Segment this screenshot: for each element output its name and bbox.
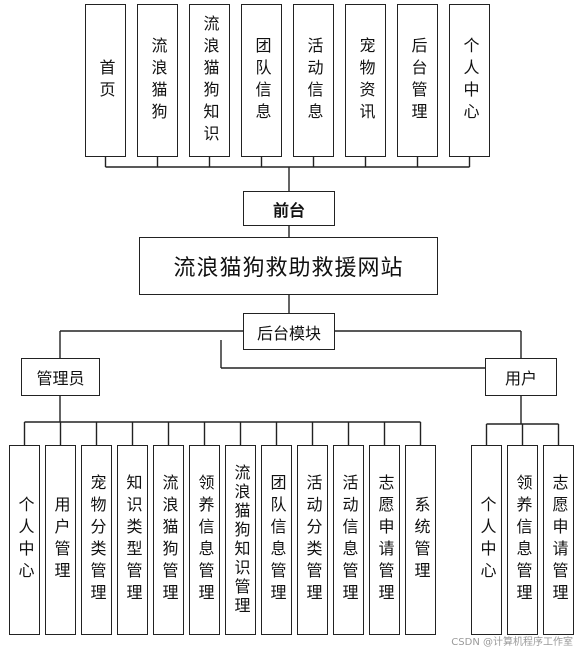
top-node-label: 流浪猫狗 [148, 36, 168, 125]
admin-module-label: 志愿申请管理 [375, 474, 395, 606]
top-node-label: 宠物资讯 [356, 36, 376, 125]
top-node-personal-center: 个人中心 [449, 4, 490, 157]
top-node-label: 团队信息 [252, 36, 272, 125]
top-node-label: 后台管理 [408, 36, 428, 125]
backend-node: 后台模块 [243, 313, 335, 350]
admin-module-label: 系统管理 [411, 496, 431, 584]
admin-module-label: 知识类型管理 [123, 474, 143, 606]
user-module-personal-center: 个人中心 [471, 445, 502, 635]
admin-module-user-management: 用户管理 [45, 445, 76, 635]
admin-module-stray-pets-knowledge-management: 流浪猫狗知识管理 [225, 445, 256, 635]
admin-module-label: 个人中心 [15, 496, 35, 584]
top-node-home: 首页 [85, 4, 126, 157]
admin-module-label: 领养信息管理 [195, 474, 215, 606]
top-node-stray-pets-knowledge: 流浪猫狗知识 [189, 4, 230, 157]
admin-module-label: 活动信息管理 [339, 474, 359, 606]
top-node-stray-pets: 流浪猫狗 [137, 4, 178, 157]
top-node-label: 个人中心 [460, 36, 480, 125]
top-node-label: 流浪猫狗知识 [200, 14, 220, 147]
user-node: 用户 [485, 358, 557, 396]
admin-module-label: 团队信息管理 [267, 474, 287, 606]
system-title: 流浪猫狗救助救援网站 [173, 256, 404, 281]
top-node-activity-info: 活动信息 [293, 4, 334, 157]
watermark: CSDN @计算机程序工作室 [451, 637, 573, 648]
admin-module-personal-center: 个人中心 [9, 445, 40, 635]
admin-module-label: 用户管理 [51, 496, 71, 584]
top-node-label: 活动信息 [304, 36, 324, 125]
admin-module-volunteer-application-management: 志愿申请管理 [369, 445, 400, 635]
admin-module-knowledge-type-management: 知识类型管理 [117, 445, 148, 635]
admin-module-label: 宠物分类管理 [87, 474, 107, 606]
user-module-label: 志愿申请管理 [549, 474, 569, 606]
admin-module-label: 流浪猫狗知识管理 [231, 464, 251, 616]
admin-module-adoption-info-management: 领养信息管理 [189, 445, 220, 635]
user-label: 用户 [504, 369, 537, 388]
admin-module-activity-category-management: 活动分类管理 [297, 445, 328, 635]
admin-module-system-management: 系统管理 [405, 445, 436, 635]
top-node-team-info: 团队信息 [241, 4, 282, 157]
top-node-backend-management: 后台管理 [397, 4, 438, 157]
admin-module-pet-category-management: 宠物分类管理 [81, 445, 112, 635]
user-module-label: 个人中心 [477, 496, 497, 584]
admin-node: 管理员 [21, 358, 100, 396]
system-title-node: 流浪猫狗救助救援网站 [139, 237, 438, 295]
top-node-pet-news: 宠物资讯 [345, 4, 386, 157]
admin-module-stray-pets-management: 流浪猫狗管理 [153, 445, 184, 635]
frontend-label: 前台 [272, 200, 305, 220]
admin-module-team-info-management: 团队信息管理 [261, 445, 292, 635]
top-node-label: 首页 [96, 58, 116, 103]
admin-module-activity-info-management: 活动信息管理 [333, 445, 364, 635]
admin-module-label: 活动分类管理 [303, 474, 323, 606]
backend-label: 后台模块 [256, 323, 321, 343]
frontend-node: 前台 [243, 191, 335, 226]
user-module-label: 领养信息管理 [513, 474, 533, 606]
admin-module-label: 流浪猫狗管理 [159, 474, 179, 606]
admin-label: 管理员 [36, 369, 85, 388]
user-module-adoption-info-management: 领养信息管理 [507, 445, 538, 635]
user-module-volunteer-application-management: 志愿申请管理 [543, 445, 574, 635]
